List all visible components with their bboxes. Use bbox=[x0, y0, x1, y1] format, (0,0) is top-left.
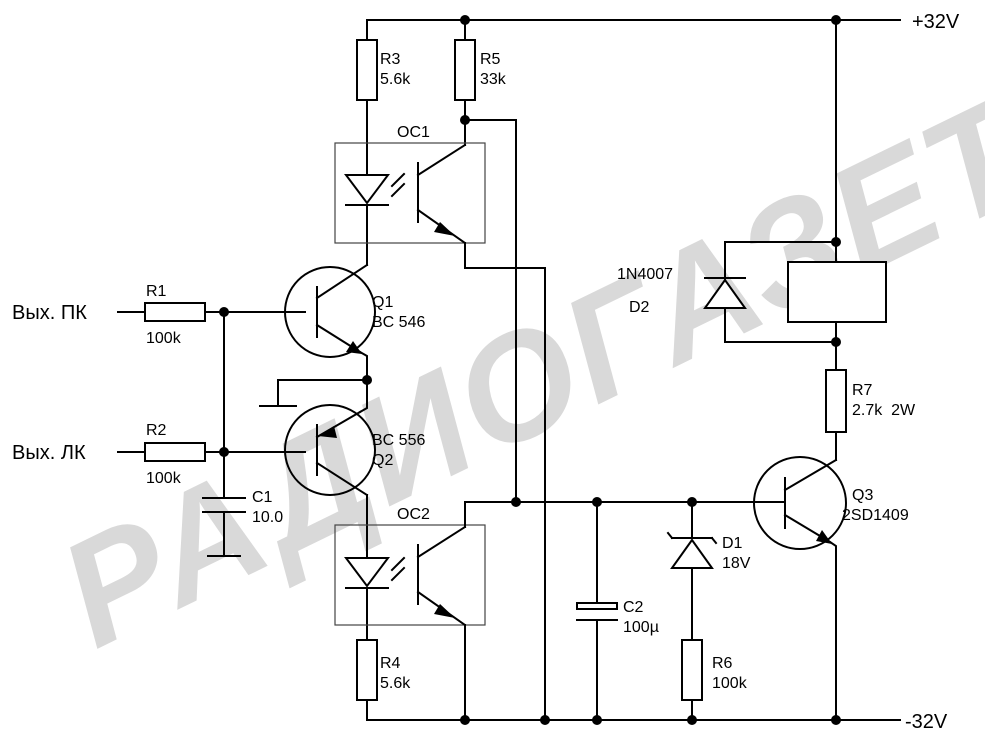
r4-resistor bbox=[356, 639, 378, 701]
q1-ref: Q1 bbox=[372, 294, 393, 311]
input-lk-label: Вых. ЛК bbox=[12, 442, 86, 464]
r1-value: 100k bbox=[146, 330, 182, 347]
r7-value: 2.7k 2W bbox=[852, 402, 916, 419]
r6-ref: R6 bbox=[712, 655, 733, 672]
r6-value: 100k bbox=[712, 675, 748, 692]
r1-ref: R1 bbox=[146, 283, 167, 300]
oc2-led bbox=[344, 556, 406, 589]
d1-value: 18V bbox=[722, 555, 751, 572]
r1-resistor bbox=[144, 302, 206, 322]
oc1-optocoupler bbox=[334, 142, 486, 244]
r3-value: 5.6k bbox=[380, 71, 411, 88]
r2-ref: R2 bbox=[146, 422, 167, 439]
r3-resistor bbox=[356, 39, 378, 101]
oc1-led bbox=[344, 172, 406, 206]
positive-rail-label: +32V bbox=[912, 11, 960, 33]
r5-value: 33k bbox=[480, 71, 507, 88]
oc2-ref: OC2 bbox=[397, 506, 430, 523]
r4-value: 5.6k bbox=[380, 675, 411, 692]
c2-value: 100µ bbox=[623, 619, 659, 636]
r2-value: 100k bbox=[146, 470, 182, 487]
oc1-ref: OC1 bbox=[397, 124, 430, 141]
r5-resistor bbox=[454, 39, 476, 101]
r7-resistor bbox=[825, 369, 847, 433]
q3-value: 2SD1409 bbox=[842, 507, 909, 524]
r4-ref: R4 bbox=[380, 655, 401, 672]
oc1-phototransistor bbox=[416, 143, 467, 245]
r3-ref: R3 bbox=[380, 51, 401, 68]
q2-transistor bbox=[284, 404, 376, 497]
d2-ref: D2 bbox=[629, 299, 650, 316]
r5-ref: R5 bbox=[480, 51, 501, 68]
q2-ref: Q2 bbox=[372, 452, 393, 469]
q1-value: BC 546 bbox=[372, 314, 425, 331]
q3-ref: Q3 bbox=[852, 487, 873, 504]
r7-ref: R7 bbox=[852, 382, 873, 399]
d1-zener-diode bbox=[666, 531, 718, 569]
watermark-text: РАДИОГАЗЕТА bbox=[35, 20, 985, 679]
c1-ref: C1 bbox=[252, 489, 273, 506]
c1-value: 10.0 bbox=[252, 509, 283, 526]
input-pk-label: Вых. ПК bbox=[12, 302, 87, 324]
negative-rail-label: -32V bbox=[905, 711, 948, 733]
d1-ref: D1 bbox=[722, 535, 743, 552]
r6-resistor bbox=[681, 639, 703, 701]
relay-coil bbox=[787, 261, 887, 323]
q2-value: BC 556 bbox=[372, 432, 425, 449]
q3-transistor bbox=[751, 456, 847, 550]
d2-diode bbox=[703, 277, 747, 309]
r2-resistor bbox=[144, 442, 206, 462]
oc2-phototransistor bbox=[416, 525, 467, 627]
oc2-optocoupler bbox=[334, 524, 486, 626]
d2-value: 1N4007 bbox=[617, 266, 673, 283]
c2-ref: C2 bbox=[623, 599, 644, 616]
c2-capacitor bbox=[576, 602, 618, 621]
